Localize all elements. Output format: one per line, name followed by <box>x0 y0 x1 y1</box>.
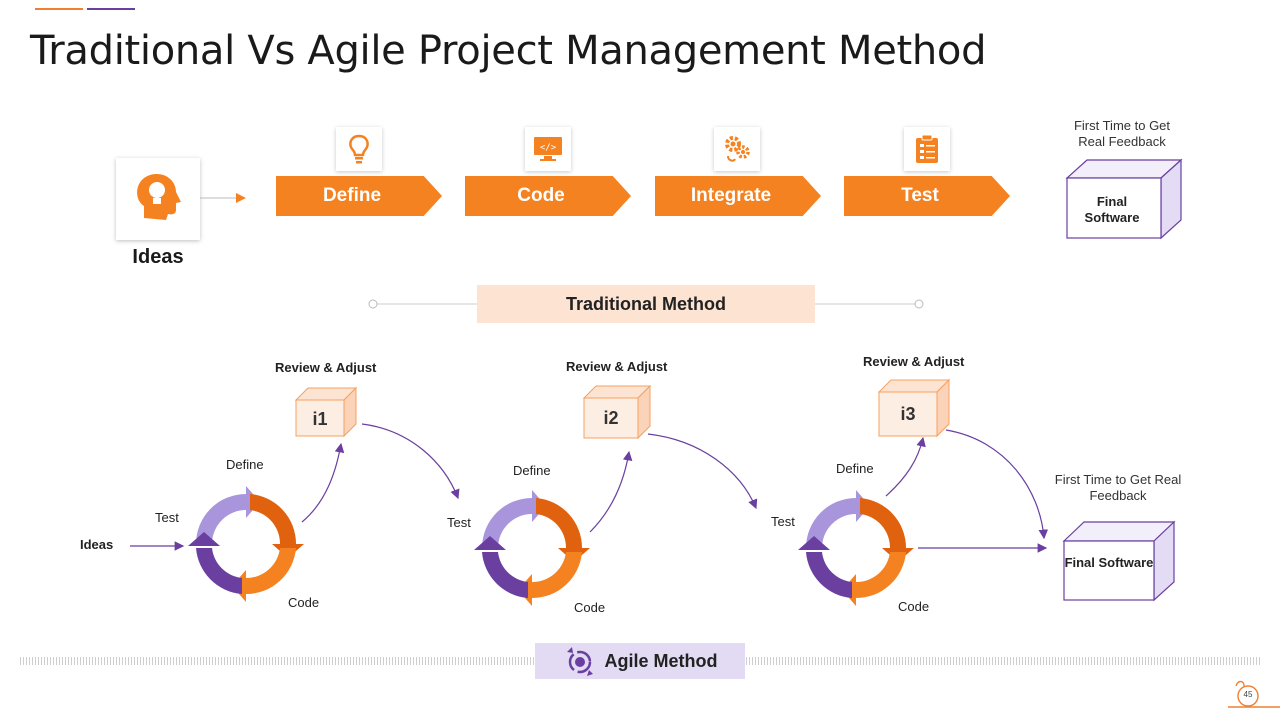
integrate-step: Integrate <box>655 176 821 216</box>
agile-cycle-1 <box>188 486 304 602</box>
traditional-ideas-label: Ideas <box>132 246 184 268</box>
iteration-cube-3 <box>877 378 951 438</box>
lightbulb-icon <box>349 134 369 164</box>
traditional-method-banner: Traditional Method <box>477 285 815 323</box>
agile-cycles-diagram <box>130 378 1176 606</box>
checklist-icon <box>916 134 938 163</box>
cycle-2-define-label: Define <box>513 463 551 478</box>
review-adjust-label-1: Review & Adjust <box>275 360 377 375</box>
top-accent-purple <box>87 8 135 10</box>
agile-final-label: Final Software <box>1064 555 1154 570</box>
cycle-1-test-label: Test <box>155 510 179 525</box>
agile-method-label: Agile Method <box>604 650 718 671</box>
cycle-1-define-label: Define <box>226 457 264 472</box>
define-step-icon-card <box>336 127 382 171</box>
svg-text:</>: </> <box>540 143 557 153</box>
code-step: Code <box>465 176 631 216</box>
cycle-2-test-label: Test <box>447 515 471 530</box>
code-monitor-icon: </> <box>534 137 562 161</box>
iteration-cube-1 <box>294 386 358 438</box>
cycle-3-define-label: Define <box>836 461 874 476</box>
iteration-label-2: i2 <box>603 408 619 428</box>
page-title: Traditional Vs Agile Project Management … <box>30 28 987 74</box>
test-step: Test <box>844 176 1010 216</box>
cycle-2-code-label: Code <box>574 600 606 615</box>
test-step-icon-card <box>904 127 950 171</box>
head-lightbulb-icon <box>137 174 181 220</box>
review-adjust-label-2: Review & Adjust <box>566 359 668 374</box>
top-accent-orange <box>35 8 83 10</box>
iteration-label-1: i1 <box>312 409 328 429</box>
page-logo-icon <box>1228 680 1280 708</box>
review-adjust-label-3: Review & Adjust <box>863 354 965 369</box>
ideas-connector <box>200 193 246 203</box>
cycle-1-code-label: Code <box>288 595 320 610</box>
iteration-label-3: i3 <box>900 404 916 424</box>
code-step-icon-card: </> <box>525 127 571 171</box>
agile-cycle-3 <box>798 490 914 606</box>
agile-cycle-2 <box>474 490 590 606</box>
agile-final-cube <box>1062 520 1176 602</box>
define-step: Define <box>276 176 442 216</box>
traditional-final-label: Final Software <box>1084 194 1140 225</box>
traditional-final-cube <box>1065 158 1183 240</box>
iteration-cube-2 <box>582 384 652 440</box>
cycle-3-test-label: Test <box>771 514 795 529</box>
gears-icon <box>725 136 750 162</box>
agile-cycle-icon <box>566 647 593 676</box>
agile-feedback-text: First Time to Get Real Feedback <box>1054 472 1182 503</box>
agile-method-banner: Agile Method <box>535 643 745 679</box>
page-number: 45 <box>1243 690 1253 699</box>
integrate-step-icon-card <box>714 127 760 171</box>
cycle-3-code-label: Code <box>898 599 930 614</box>
traditional-feedback-text: First Time to Get Real Feedback <box>1073 118 1171 149</box>
ideas-card <box>116 158 200 240</box>
agile-ideas-label: Ideas <box>80 537 114 552</box>
